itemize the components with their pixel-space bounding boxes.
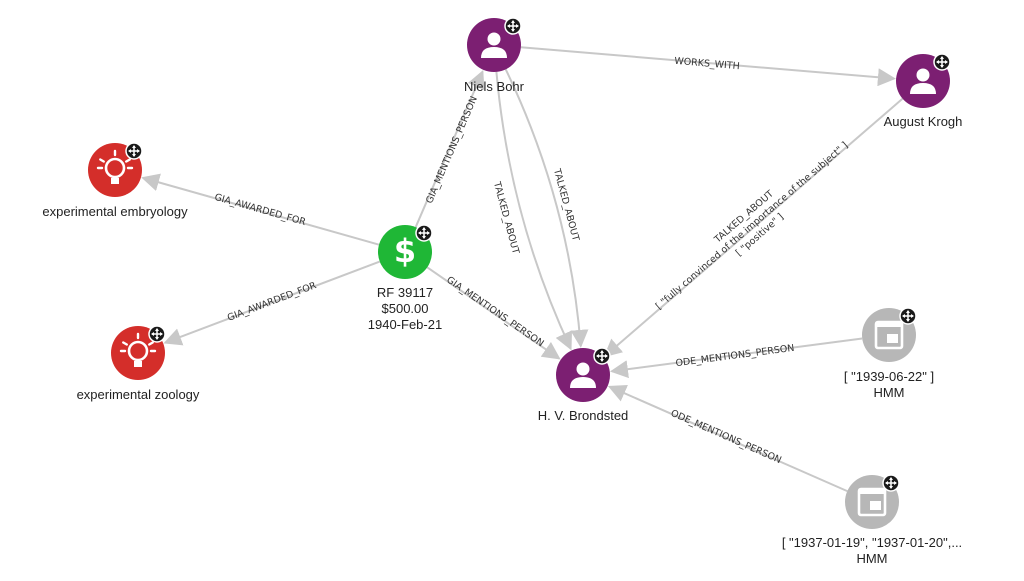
node-label: H. V. Brondsted xyxy=(538,408,629,423)
edge-line xyxy=(607,384,848,493)
node-label: RF 39117 xyxy=(377,285,433,300)
node-exp-embryology[interactable]: experimental embryology xyxy=(42,142,188,219)
edge-label: GIA_AWARDED_FOR xyxy=(213,192,307,228)
node-label: HMM xyxy=(873,385,904,400)
node-label: experimental embryology xyxy=(42,204,188,219)
node-label: 1940-Feb-21 xyxy=(368,317,442,332)
expand-node-badge-icon[interactable] xyxy=(882,474,900,492)
node-august-krogh[interactable]: August Krogh xyxy=(884,53,963,129)
edge-line xyxy=(495,71,573,351)
expand-node-badge-icon[interactable] xyxy=(593,347,611,365)
edge-line xyxy=(603,97,904,358)
edge-krogh-brondsted[interactable]: TALKED_ABOUT[ "fully convinced of the im… xyxy=(603,97,904,358)
node-label: HMM xyxy=(856,551,887,566)
edge-grant-bohr[interactable]: GIA_MENTIONS_PERSON xyxy=(414,69,485,228)
node-exp-zoology[interactable]: experimental zoology xyxy=(77,325,200,402)
lightbulb-icon xyxy=(119,332,157,367)
diary-icon xyxy=(874,320,904,350)
expand-node-badge-icon[interactable] xyxy=(148,325,166,343)
edge-label: GIA_MENTIONS_PERSON xyxy=(444,275,545,350)
edge-bohr-krogh[interactable]: WORKS_WITH xyxy=(520,46,896,87)
diary-icon xyxy=(857,487,887,517)
edge-line xyxy=(504,68,589,348)
expand-node-badge-icon[interactable] xyxy=(504,17,522,35)
edge-diary1937-brondsted[interactable]: ODE_MENTIONS_PERSON xyxy=(607,384,848,493)
edge-label: GIA_AWARDED_FOR xyxy=(226,280,318,324)
node-label: Niels Bohr xyxy=(464,79,525,94)
person-icon xyxy=(910,68,936,94)
expand-node-badge-icon[interactable] xyxy=(415,224,433,242)
node-hv-brondsted[interactable]: H. V. Brondsted xyxy=(538,347,629,423)
dollar-icon: $ xyxy=(394,232,416,270)
edge-grant-zoology[interactable]: GIA_AWARDED_FOR xyxy=(163,260,381,346)
edge-label: ODE_MENTIONS_PERSON xyxy=(675,343,795,369)
edge-line xyxy=(609,337,863,379)
edge-label: [ "fully convinced of the importance of … xyxy=(654,140,850,312)
node-diary-1937[interactable]: [ "1937-01-19", "1937-01-20",...HMM xyxy=(782,474,962,566)
edge-diary1939-brondsted[interactable]: ODE_MENTIONS_PERSON xyxy=(609,337,863,379)
expand-node-badge-icon[interactable] xyxy=(899,307,917,325)
expand-node-badge-icon[interactable] xyxy=(125,142,143,160)
person-icon xyxy=(570,362,596,388)
person-icon xyxy=(481,32,507,58)
edge-line xyxy=(414,69,485,228)
node-niels-bohr[interactable]: Niels Bohr xyxy=(464,17,525,94)
edge-grant-brondsted[interactable]: GIA_MENTIONS_PERSON xyxy=(426,266,561,360)
expand-node-badge-icon[interactable] xyxy=(933,53,951,71)
edge-line xyxy=(141,173,380,246)
node-label: $500.00 xyxy=(382,301,429,316)
node-label: [ "1939-06-22" ] xyxy=(844,369,934,384)
edge-label: ODE_MENTIONS_PERSON xyxy=(669,408,783,466)
edge-label: WORKS_WITH xyxy=(674,56,740,72)
node-label: experimental zoology xyxy=(77,387,200,402)
edge-line xyxy=(520,46,896,87)
edge-label: GIA_MENTIONS_PERSON xyxy=(424,95,480,206)
edges-layer: WORKS_WITH GIA_MENTIONS_PERSON GIA_AWARDED… xyxy=(141,46,904,493)
node-label: August Krogh xyxy=(884,114,963,129)
lightbulb-icon xyxy=(96,149,134,184)
node-label: [ "1937-01-19", "1937-01-20",... xyxy=(782,535,962,550)
edge-line xyxy=(163,260,381,346)
node-diary-1939[interactable]: [ "1939-06-22" ]HMM xyxy=(844,307,934,400)
edge-line xyxy=(426,266,561,360)
